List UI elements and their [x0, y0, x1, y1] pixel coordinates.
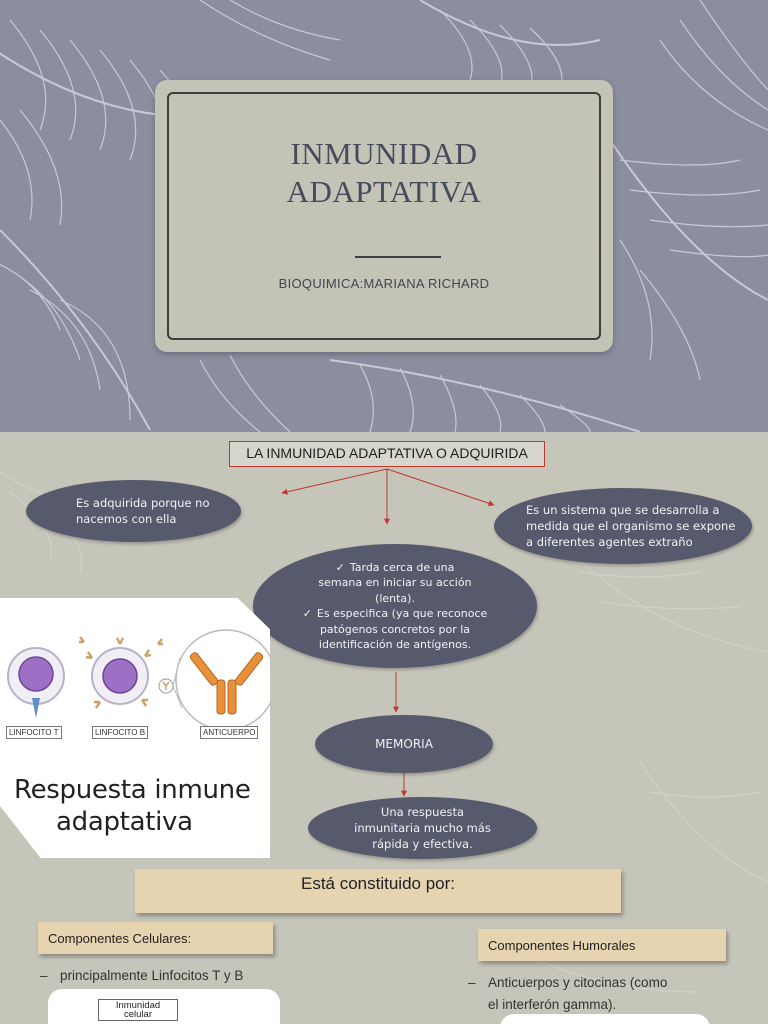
oval-text: Tarda cerca de una: [349, 560, 455, 574]
title-line-1: INMUNIDAD: [290, 136, 478, 171]
immune-response-illustration: LINFOCITO T LINFOCITO B ANTICUERPO Respu…: [0, 598, 270, 858]
humoral-item-text: el interferón gamma).: [488, 997, 617, 1012]
connector-arrows: [281, 468, 495, 797]
title-divider: [355, 256, 441, 258]
oval-text: inmunitaria mucho más: [354, 821, 491, 835]
concept-map-slide: LA INMUNIDAD ADAPTATIVA O ADQUIRIDA Es a…: [0, 432, 768, 1024]
characteristics-oval: ✓ Tarda cerca de una semana en iniciar su…: [253, 544, 537, 668]
arrow-to-right-oval: [386, 468, 495, 507]
oval-text: a diferentes agentes extraño: [526, 535, 693, 549]
thumbnail-label: Inmunidad celular: [98, 999, 178, 1021]
memoria-oval: MEMORIA: [315, 715, 493, 773]
faster-response-oval: Una respuesta inmunitaria mucho más rápi…: [308, 797, 537, 859]
dash-bullet: –: [40, 968, 48, 983]
oval-text: rápida y efectiva.: [372, 837, 473, 851]
humoral-item-text: Anticuerpos y citocinas (como: [488, 975, 668, 990]
thumbnail-label-line: celular: [124, 1009, 152, 1020]
thumbnail-label-line: Inmunidad: [115, 1000, 161, 1011]
oval-text: Una respuesta: [380, 805, 465, 819]
oval-text: Es un sistema que se desarrolla a: [526, 503, 720, 517]
cellular-item: –principalmente Linfocitos T y B: [40, 965, 280, 987]
cellular-immunity-thumbnail: Inmunidad celular: [48, 989, 280, 1024]
cellular-item-text: principalmente Linfocitos T y B: [60, 968, 244, 983]
oval-text: semana en iniciar su acción: [318, 576, 472, 589]
concept-heading: LA INMUNIDAD ADAPTATIVA O ADQUIRIDA: [229, 441, 545, 467]
system-oval: Es un sistema que se desarrolla a medida…: [494, 488, 752, 564]
title-card: INMUNIDAD ADAPTATIVA BIOQUIMICA:MARIANA …: [155, 80, 613, 352]
label-linfocito-t: LINFOCITO T: [6, 726, 62, 739]
humoral-item: –Anticuerpos y citocinas (como el interf…: [468, 972, 728, 1016]
cellular-components-box: Componentes Celulares:: [38, 922, 273, 954]
acquired-oval: Es adquirida porque no nacemos con ella: [26, 480, 241, 542]
dash-bullet: –: [468, 975, 476, 990]
oval-text: patógenos concretos por la: [319, 622, 471, 636]
oval-text: Es especifica (ya que reconoce: [316, 607, 488, 620]
arrow-to-left-oval: [281, 468, 388, 495]
caption-line: adaptativa: [56, 807, 193, 837]
constituted-by-box: Está constituido por:: [135, 869, 621, 913]
checkmark-icon: ✓: [335, 560, 345, 574]
humoral-thumbnail: [500, 1014, 710, 1024]
caption-line: Respuesta inmune: [14, 775, 251, 805]
humoral-components-box: Componentes Humorales: [478, 929, 726, 961]
label-linfocito-b: LINFOCITO B: [92, 726, 149, 739]
checkmark-icon: ✓: [302, 607, 312, 620]
title-slide: INMUNIDAD ADAPTATIVA BIOQUIMICA:MARIANA …: [0, 0, 768, 432]
oval-text: (lenta).: [375, 591, 415, 605]
cells-drawing: [7, 629, 270, 731]
label-anticuerpo: ANTICUERPO: [200, 726, 259, 739]
oval-text: nacemos con ella: [76, 512, 177, 526]
title-line-2: ADAPTATIVA: [286, 174, 482, 209]
oval-text: identificación de antígenos.: [318, 638, 472, 651]
title-frame: INMUNIDAD ADAPTATIVA BIOQUIMICA:MARIANA …: [167, 92, 601, 340]
illustration-caption: Respuesta inmune adaptativa: [14, 774, 264, 838]
subtitle: BIOQUIMICA:MARIANA RICHARD: [278, 276, 490, 291]
oval-text: Es adquirida porque no: [76, 496, 210, 510]
oval-text: medida que el organismo se expone: [526, 519, 736, 533]
feather-background: [0, 0, 768, 432]
